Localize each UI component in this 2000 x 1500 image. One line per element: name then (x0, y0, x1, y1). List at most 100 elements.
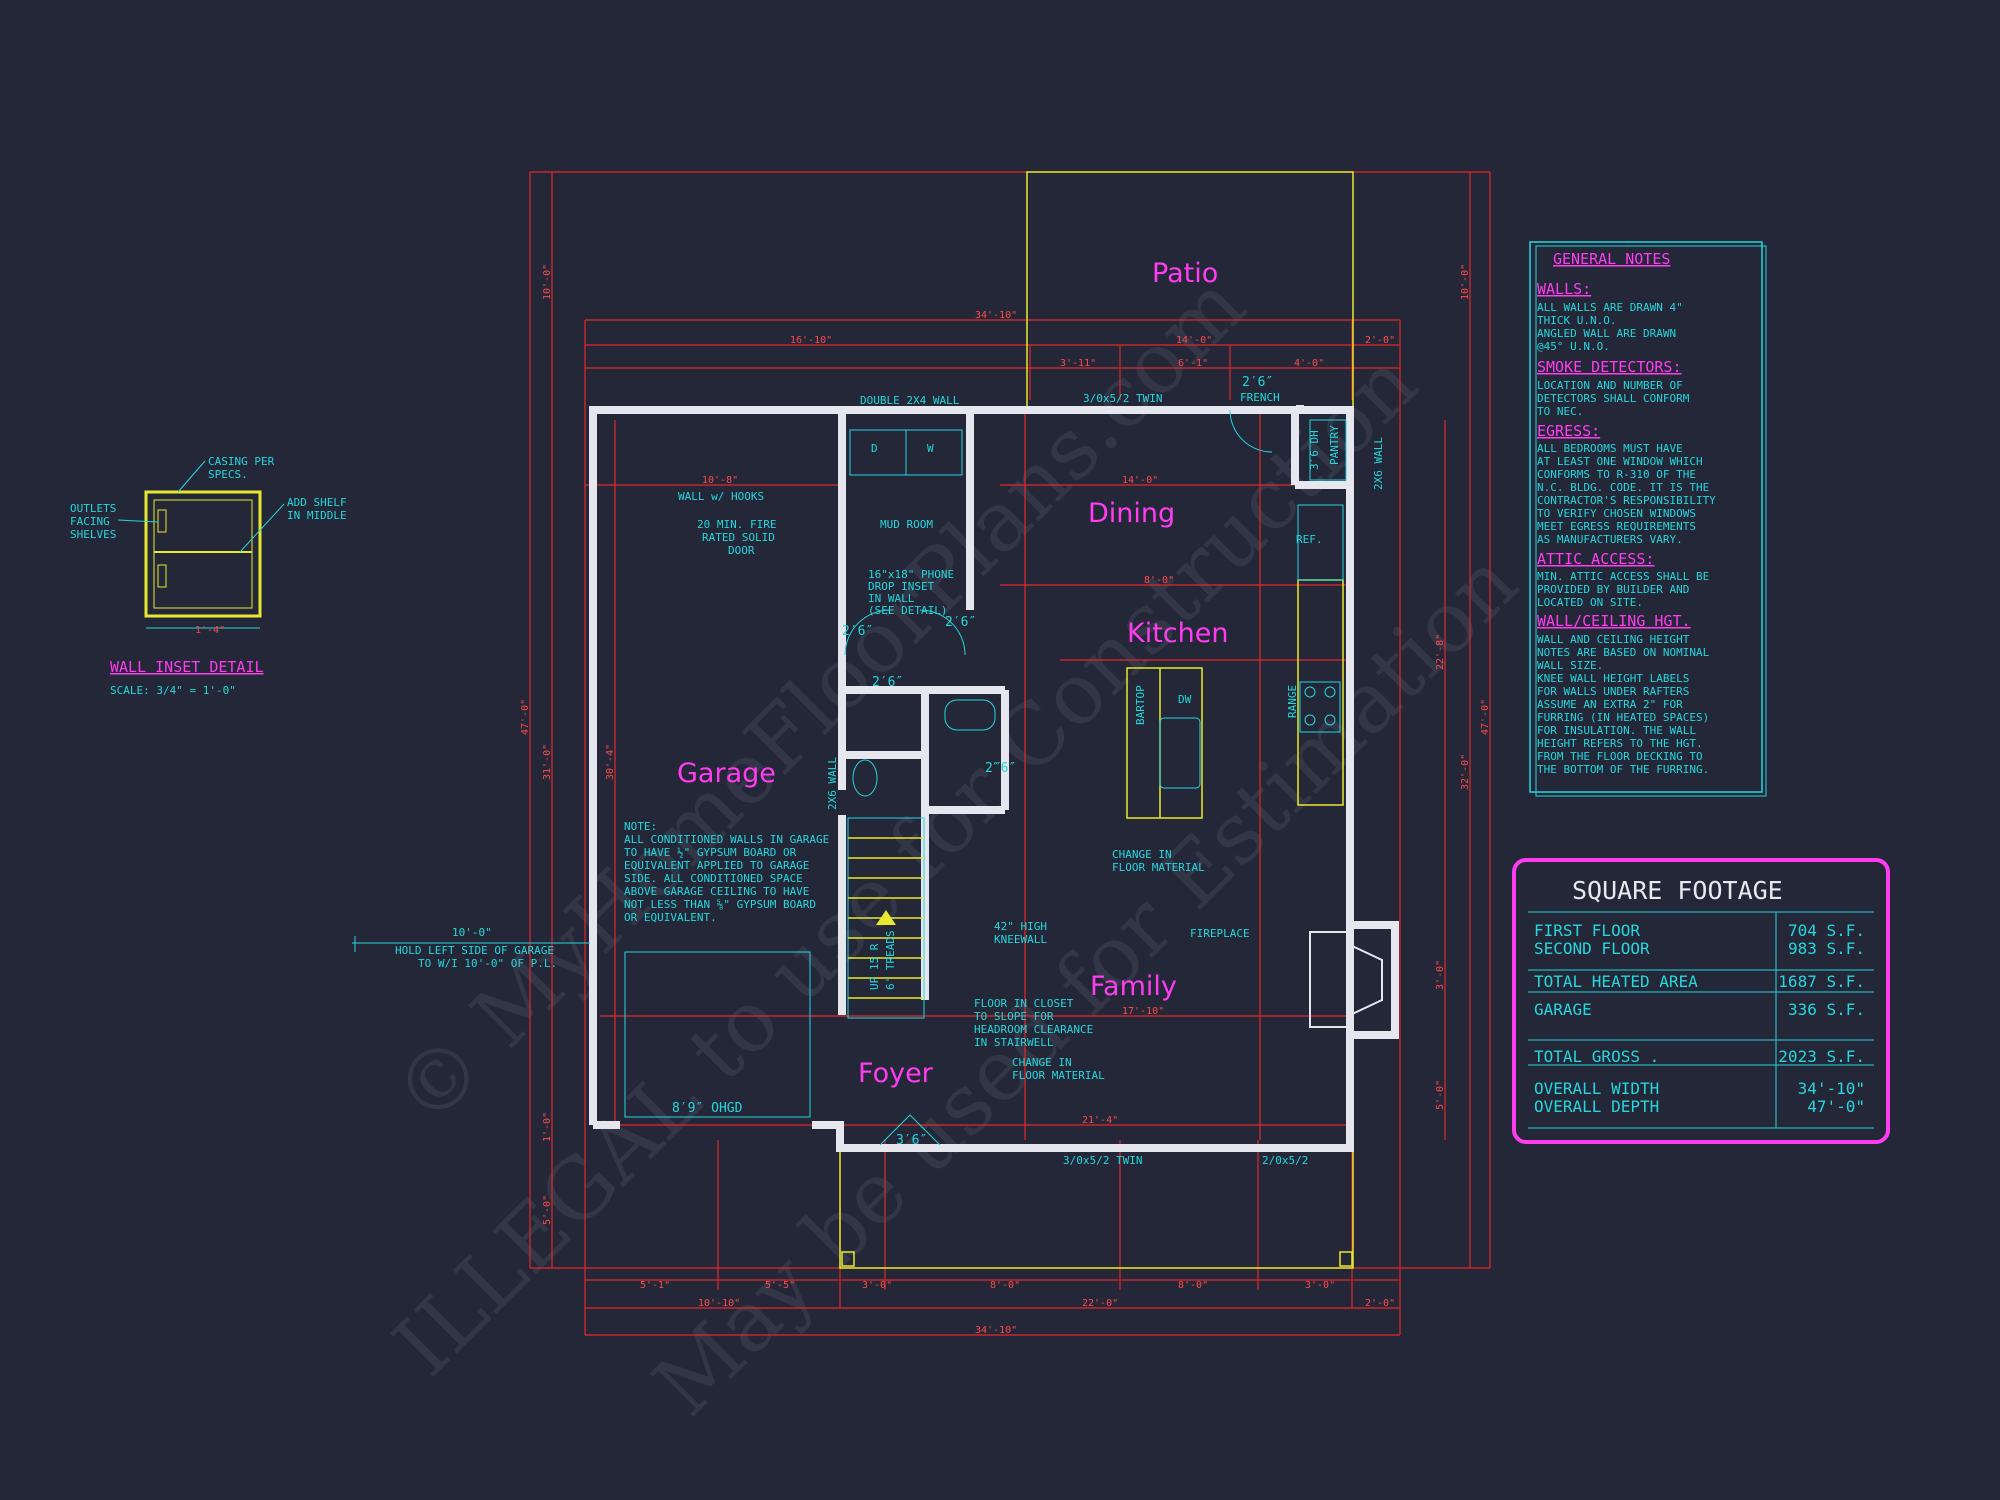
sqft-value-4: 2023 S.F. (1778, 1047, 1865, 1066)
notes-walls-4: @45° U.N.O. (1537, 340, 1610, 353)
garage-note-3: TO HAVE ½" GYPSUM BOARD OR (624, 846, 797, 859)
label-door-26-d: 2‴6″ (985, 761, 1016, 776)
label-ref: REF. (1296, 533, 1323, 546)
label-french-size: 2′6″ (1242, 375, 1273, 390)
sqft-label-4: TOTAL GROSS . (1534, 1047, 1659, 1066)
notes-attic-1: MIN. ATTIC ACCESS SHALL BE (1537, 570, 1709, 583)
watermark: © MyHomeFloorPlans.com ILLEGAL to use fo… (375, 256, 1536, 1434)
dim-top-overall: 34'-10" (975, 310, 1017, 321)
dim-bottom-g: 10'-10" (698, 1298, 740, 1309)
inset-casing-2: SPECS. (208, 468, 248, 481)
dim-bottom-f: 3'-0" (1305, 1280, 1335, 1291)
label-window-br: 2/0x5/2 (1262, 1154, 1308, 1167)
dim-left-b: 31'-0" (542, 744, 553, 780)
dim-top-c: 4'-0" (1294, 358, 1324, 369)
dim-left-d: 5'-0" (542, 1195, 553, 1225)
dim-bottom-i: 2'-0" (1365, 1298, 1395, 1309)
notes-attic-heading: ATTIC ACCESS: (1537, 550, 1654, 568)
label-change-floor-2a: CHANGE IN (1012, 1056, 1072, 1069)
notes-egress-8: AS MANUFACTURERS VARY. (1537, 533, 1683, 546)
label-mud-room: MUD ROOM (880, 518, 933, 531)
garage-car-outline (624, 951, 811, 1118)
notes-wallceil-10: FROM THE FLOOR DECKING TO (1537, 750, 1703, 763)
sqft-value-0: 704 S.F. (1788, 921, 1865, 940)
notes-wallceil-6: ASSUME AN EXTRA 2" FOR (1537, 698, 1683, 711)
room-labels: Patio Dining Kitchen Garage Family Foyer (677, 258, 1228, 1089)
notes-walls-heading: WALLS: (1537, 280, 1591, 298)
door-swing-1 (844, 609, 891, 656)
stairs-up-arrow-icon (876, 910, 896, 925)
notes-attic-3: LOCATED ON SITE. (1537, 596, 1643, 609)
sqft-label-0: FIRST FLOOR (1534, 921, 1640, 940)
label-bartop: BARTOP (1134, 685, 1147, 725)
inset-shelf-1: ADD SHELF (287, 496, 347, 509)
label-dh: 3′6 DH (1308, 430, 1321, 470)
outlet-icon (157, 564, 167, 588)
garage-note-8: OR EQUIVALENT. (624, 911, 717, 924)
notes-egress-6: TO VERIFY CHOSEN WINDOWS (1537, 507, 1696, 520)
sqft-value-5: 34'-10" (1798, 1079, 1865, 1098)
notes-egress-7: MEET EGRESS REQUIREMENTS (1537, 520, 1696, 533)
label-door-26-a: 2′6″ (842, 624, 873, 639)
dim-top-left: 16'-10" (790, 335, 832, 346)
notes-wallceil-8: FOR INSULATION. THE WALL (1537, 724, 1696, 737)
wall-inset-detail: 1'-4" CASING PER SPECS. OUTLETS FACING S… (70, 455, 347, 697)
notes-egress-4: N.C. BLDG. CODE. IT IS THE (1537, 481, 1709, 494)
walls (589, 405, 1399, 1152)
label-fire-door-2: RATED SOLID (702, 531, 775, 544)
dim-inner-mud: 10'-8" (702, 475, 738, 486)
room-family: Family (1090, 971, 1177, 1002)
door-swing-2 (919, 609, 966, 656)
notes-smoke-1: LOCATION AND NUMBER OF (1537, 379, 1683, 392)
label-door-26-c: 2′6″ (872, 675, 903, 690)
sqft-title: SQUARE FOOTAGE (1572, 876, 1783, 905)
dim-bottom-overall: 34'-10" (975, 1325, 1017, 1336)
label-2x6-wall-right: 2X6 WALL (1372, 437, 1385, 490)
dim-inner-kitchen: 8'-0" (1144, 575, 1174, 586)
pantry (1309, 419, 1347, 481)
dim-bottom-d: 8'-0" (990, 1280, 1020, 1291)
notes-wallceil-11: THE BOTTOM OF THE FURRING. (1537, 763, 1709, 776)
dim-bottom-e: 8'-0" (1178, 1280, 1208, 1291)
label-front-door: 3′6″ (896, 1133, 927, 1148)
notes-walls-2: THICK U.N.O. (1537, 314, 1616, 327)
label-phone-3: IN WALL (868, 592, 915, 605)
label-closet-3: HEADROOM CLEARANCE (974, 1023, 1093, 1036)
inset-outlets-2: FACING (70, 515, 110, 528)
label-hold-left-2: TO W/I 10'-0" OF P.L. (418, 957, 557, 970)
label-twin-window-top: 3/0x5/2 TWIN (1083, 392, 1162, 405)
dim-inner-foyer: 21'-4" (1082, 1115, 1118, 1126)
dim-left-c: 1'-0" (542, 1112, 553, 1142)
toilet (852, 759, 878, 797)
room-patio: Patio (1152, 258, 1218, 289)
label-dw: DW (1178, 693, 1192, 706)
notes-wallceil-4: KNEE WALL HEIGHT LABELS (1537, 672, 1689, 685)
garage-note-6: ABOVE GARAGE CEILING TO HAVE (624, 885, 809, 898)
dim-right-b: 32'-0" (1460, 754, 1471, 790)
dim-inner-garage: 30'-4" (605, 744, 616, 780)
general-notes-panel: GENERAL NOTES WALLS: ALL WALLS ARE DRAWN… (1529, 241, 1767, 797)
label-kneewall-1: 42" HIGH (994, 920, 1047, 933)
inset-outlets-1: OUTLETS (70, 502, 116, 515)
label-door-26-b: 2′6″ (945, 615, 976, 630)
stairs (847, 817, 925, 1019)
notes-egress-2: AT LEAST ONE WINDOW WHICH (1537, 455, 1703, 468)
notes-walls-3: ANGLED WALL ARE DRAWN (1537, 327, 1676, 340)
label-closet-4: IN STAIRWELL (974, 1036, 1054, 1049)
notes-title: GENERAL NOTES (1553, 250, 1670, 268)
notes-smoke-heading: SMOKE DETECTORS: (1537, 358, 1682, 376)
fireplace-symbol (1309, 931, 1383, 1028)
sqft-value-1: 983 S.F. (1788, 939, 1865, 958)
sqft-label-3: GARAGE (1534, 1000, 1592, 1019)
label-wall-hooks: WALL w/ HOOKS (678, 490, 764, 503)
label-twin-window-bottom: 3/0x5/2 TWIN (1063, 1154, 1142, 1167)
door-swing-french (1229, 409, 1273, 453)
fixtures (624, 409, 1383, 1146)
inset-scale: SCALE: 3/4" = 1'-0" (110, 684, 236, 697)
dim-right-overall: 47'-0" (1480, 699, 1491, 735)
sqft-label-2: TOTAL HEATED AREA (1534, 972, 1698, 991)
dim-right-e: 5'-0" (1435, 1080, 1446, 1110)
plan-annotations: DOUBLE 2X4 WALL 3/0x5/2 TWIN 2′6″ FRENCH… (352, 375, 1385, 1167)
sqft-label-5: OVERALL WIDTH (1534, 1079, 1659, 1098)
inset-frame (144, 490, 262, 618)
